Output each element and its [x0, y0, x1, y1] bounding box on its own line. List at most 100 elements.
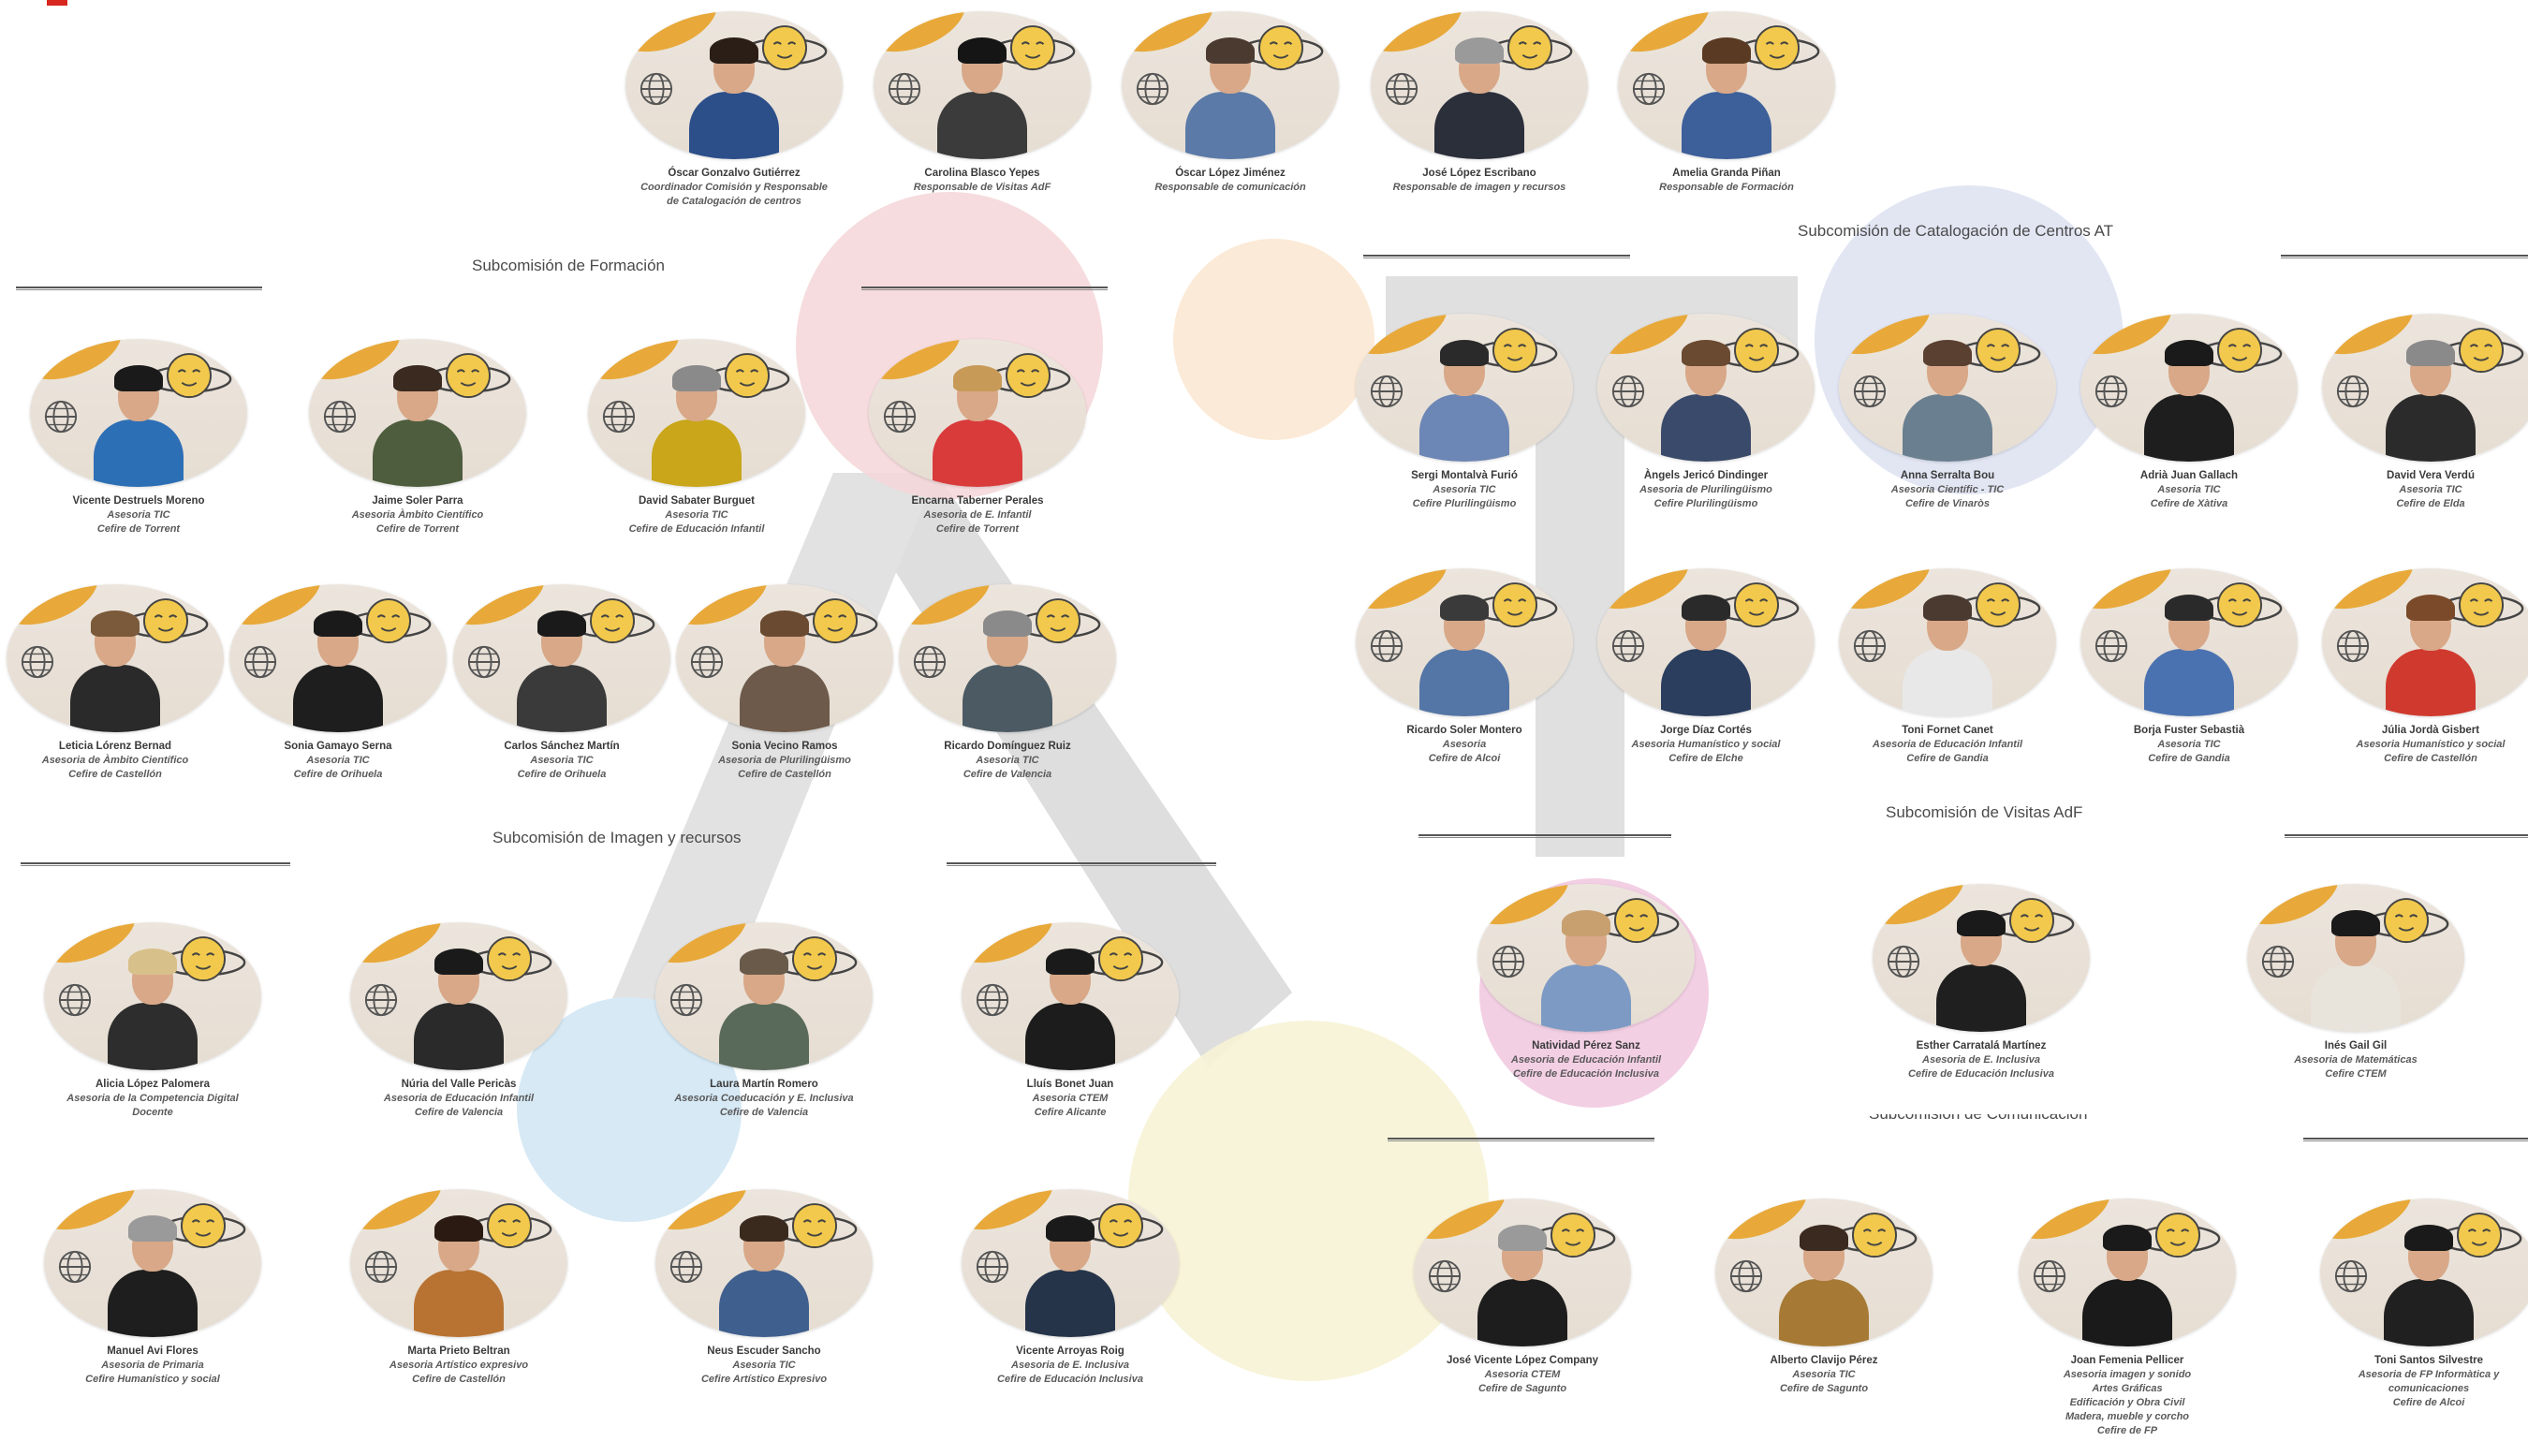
member-role-line: Cefire de Castellón	[738, 769, 831, 780]
member-role-line: Cefire de Orihuela	[293, 769, 383, 780]
member-photo: ★	[2320, 1199, 2528, 1346]
member-role-line: Asesoria de Matemáticas	[2294, 1054, 2418, 1066]
member-name: Ricardo Soler Montero	[1406, 725, 1522, 736]
person-portrait	[2384, 1225, 2474, 1346]
person-portrait	[373, 365, 463, 487]
member-name: Marta Prieto Beltran	[407, 1346, 510, 1357]
person-portrait	[2386, 595, 2476, 716]
smiling-planet-icon	[2363, 898, 2449, 944]
divider-rule	[16, 287, 262, 290]
person-portrait	[1419, 595, 1509, 716]
member-name: Carolina Blasco Yepes	[924, 168, 1040, 179]
member-role-line: Cefire de Educación Inclusiva	[1908, 1068, 2054, 1080]
member-role-line: Asesoria TIC	[1792, 1369, 1856, 1380]
divider-rule	[861, 287, 1108, 290]
member-role-line: Cefire de Torrent	[375, 523, 460, 535]
smiling-planet-icon	[466, 936, 552, 982]
member-role-line: Asesoria TIC	[665, 509, 728, 521]
member-photo: ★	[2322, 568, 2528, 716]
member-role-line: Cefire de Alcoi	[1428, 753, 1501, 764]
person-portrait	[1541, 910, 1631, 1032]
member-role-line: Cefire de Valencia	[719, 1107, 809, 1118]
member-role-line: Asesoria Humanístico y social	[1631, 739, 1781, 750]
globe-icon	[1385, 72, 1418, 106]
globe-icon	[1887, 945, 1920, 978]
member-role-line: Asesoria de E. Infantil	[923, 509, 1032, 521]
globe-icon	[976, 983, 1009, 1017]
member-role-line: Asesoria CTEM	[1484, 1369, 1561, 1380]
member-photo: ★	[1715, 1199, 1933, 1346]
member-role-line: Asesoria Artístico expresivo	[389, 1360, 529, 1371]
divider-rule	[2285, 834, 2528, 838]
member-role-line: Artes Gráficas	[2092, 1383, 2163, 1394]
member-role-line: Cefire de Castellón	[412, 1374, 506, 1385]
smiling-planet-icon	[2438, 582, 2524, 628]
person-portrait	[2082, 1225, 2172, 1346]
globe-icon	[669, 1250, 703, 1284]
member-name: Borja Fuster Sebastià	[2133, 725, 2245, 736]
member-role-line: Cefire de Valencia	[963, 769, 1052, 780]
member-role-line: Asesoria de Educación Infantil	[1872, 739, 2023, 750]
section-title-catalogacion: Subcomisión de Catalogación de Centros A…	[1798, 222, 2114, 240]
person-portrait	[1025, 1215, 1115, 1337]
person-portrait	[1661, 595, 1751, 716]
person-portrait	[70, 610, 160, 732]
member-role-line: Cefire Humanístico y social	[85, 1374, 220, 1385]
divider-rule	[1418, 834, 1671, 838]
member-name: Encarna Taberner Perales	[911, 495, 1044, 507]
deco-circle-peach	[1173, 239, 1374, 440]
smiling-planet-icon	[772, 936, 858, 982]
member-name: Neus Escuder Sancho	[707, 1346, 821, 1357]
globe-icon	[467, 645, 501, 679]
member-role-line: Responsable de Formación	[1659, 182, 1794, 193]
globe-icon	[58, 1250, 92, 1284]
member-photo: ★	[30, 339, 247, 487]
smiling-planet-icon	[123, 598, 209, 644]
member-photo: ★	[1356, 314, 1573, 462]
globe-icon	[639, 72, 673, 106]
globe-icon	[1729, 1259, 1763, 1293]
member-photo: ★	[874, 11, 1091, 159]
person-portrait	[1025, 949, 1115, 1070]
member-name: David Vera Verdú	[2387, 470, 2475, 481]
person-portrait	[689, 37, 779, 159]
member-role-line: Cefire de Elche	[1668, 753, 1743, 764]
smiling-planet-icon	[466, 1203, 552, 1249]
member-name: Inés Gail Gil	[2324, 1040, 2388, 1052]
member-role-line: Asesoria TIC	[306, 755, 370, 766]
member-role-line: Cefire CTEM	[2325, 1068, 2387, 1080]
person-portrait	[2311, 910, 2401, 1032]
member-photo: ★	[1477, 884, 1695, 1032]
member-role-line: Cefire de Gandia	[2148, 753, 2230, 764]
person-portrait	[2144, 595, 2234, 716]
member-name: Toni Santos Silvestre	[2374, 1355, 2484, 1366]
globe-icon	[364, 1250, 398, 1284]
member-name: Sonia Gamayo Serna	[284, 741, 392, 752]
member-name: Esther Carratalá Martínez	[1916, 1040, 2047, 1052]
member-role-line: Docente	[132, 1107, 173, 1118]
globe-icon	[1632, 72, 1666, 106]
member-photo: ★	[899, 584, 1116, 732]
person-portrait	[414, 1215, 504, 1337]
member-role-line: Cefire de Castellón	[68, 769, 162, 780]
member-photo: ★	[350, 1189, 567, 1337]
member-role-line: Cefire de Educación Inclusiva	[1513, 1068, 1659, 1080]
member-role-line: Asesoria TIC	[2399, 484, 2462, 495]
smiling-planet-icon	[2197, 582, 2283, 628]
globe-icon	[669, 983, 703, 1017]
divider-rule	[1363, 255, 1630, 258]
member-name: Jorge Díaz Cortés	[1660, 725, 1752, 736]
